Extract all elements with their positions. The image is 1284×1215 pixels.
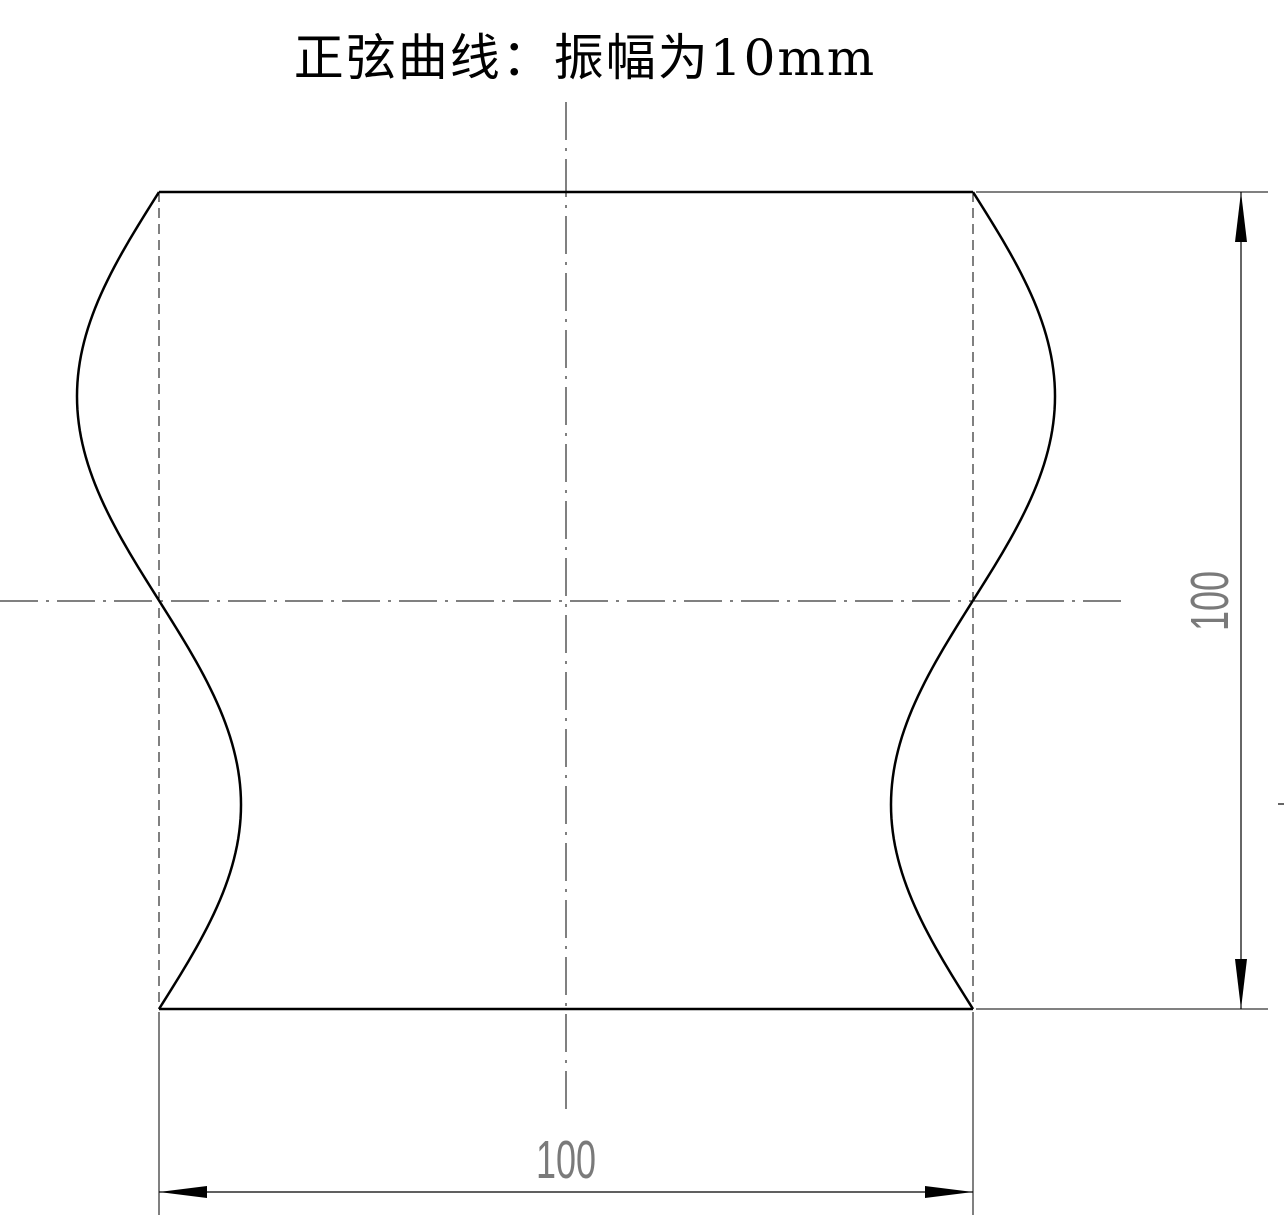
width-arrow-right <box>925 1186 973 1198</box>
width-arrow-left <box>159 1186 207 1198</box>
drawing-title: 正弦曲线：振幅为10mm <box>293 29 877 87</box>
right-sine-curve <box>889 191 1057 1010</box>
height-arrow-bottom <box>1235 959 1247 1009</box>
width-dimension-label: 100 <box>536 1130 596 1190</box>
left-sine-curve <box>75 191 243 1010</box>
height-dimension-label: 100 <box>1180 571 1240 631</box>
height-arrow-top <box>1235 192 1247 242</box>
